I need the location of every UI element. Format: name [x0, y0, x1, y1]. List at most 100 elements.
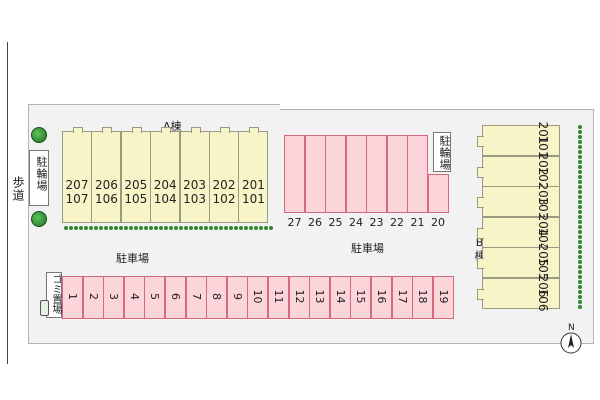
bike-parking-right: 駐輪場 — [433, 132, 451, 172]
hedge-dot — [209, 226, 213, 230]
unit-bay — [477, 227, 484, 239]
stall-number: 5 — [148, 293, 162, 300]
hedge-dot — [174, 226, 178, 230]
parking-stall — [165, 276, 186, 319]
stall-number: 1 — [66, 293, 79, 300]
unit-number-upper: 201 — [241, 178, 265, 192]
bike-parking-left: 駐輪場 — [29, 150, 49, 206]
parking-stall — [412, 276, 434, 319]
parking-stall — [123, 276, 145, 319]
unit-bay — [102, 127, 113, 133]
stall-number: 3 — [107, 293, 121, 300]
north-label: N — [568, 323, 575, 333]
hedge-dot — [119, 226, 123, 230]
hedge-dot — [578, 290, 582, 294]
hedge-dot — [159, 226, 163, 230]
unit-number-upper: 207 — [65, 178, 89, 192]
unit-bay — [220, 127, 230, 133]
hedge-dot — [578, 200, 582, 204]
hedge-dot — [578, 225, 582, 229]
hedge-dot — [578, 230, 582, 234]
hedge-dot — [578, 145, 582, 149]
lot-notch — [280, 104, 594, 110]
hedge-dot — [578, 175, 582, 179]
stall-number: 23 — [369, 216, 384, 229]
hedge-dot — [578, 195, 582, 199]
hedge-dot — [578, 215, 582, 219]
parking-stall — [386, 135, 408, 213]
unit-number-lower: 101 — [241, 192, 265, 206]
hedge-dot — [578, 280, 582, 284]
parking-stall — [427, 174, 449, 213]
hedge-dot — [578, 260, 582, 264]
unit-bay — [477, 258, 484, 269]
hedge-dot — [139, 226, 143, 230]
stall-number: 4 — [127, 293, 141, 300]
unit-bay — [477, 288, 484, 300]
stall-number: 21 — [410, 216, 425, 229]
stall-number: 13 — [313, 289, 327, 304]
hedge-dot — [124, 226, 128, 230]
stall-number: 9 — [230, 293, 244, 300]
hedge-dot — [79, 226, 83, 230]
parking-stall — [185, 276, 207, 319]
unit-bay — [477, 197, 484, 208]
hedge-dot — [578, 255, 582, 259]
hedge-dot — [84, 226, 88, 230]
hedge-dot — [89, 226, 93, 230]
hedge-dot — [578, 235, 582, 239]
parking-stall — [304, 135, 326, 213]
unit-number-lower: 107 — [65, 192, 89, 206]
hedge-dot — [578, 210, 582, 214]
stall-number: 25 — [328, 216, 343, 229]
stall-number: 8 — [210, 293, 224, 300]
unit-number-upper: 206 — [94, 178, 118, 192]
hedge-dot — [578, 300, 582, 304]
stall-number: 17 — [395, 289, 409, 304]
hedge-dot — [109, 226, 113, 230]
hedge-dot — [578, 285, 582, 289]
unit-number-upper: 204 — [153, 178, 177, 192]
hedge-dot — [578, 220, 582, 224]
hedge-dot — [179, 226, 183, 230]
unit-number-upper: 202 — [212, 178, 236, 192]
hedge-dot — [578, 270, 582, 274]
garbage-area-label: ゴミ置場 — [50, 274, 61, 314]
hedge-dot — [249, 226, 253, 230]
hedge-dot — [149, 226, 153, 230]
hedge-dot — [578, 240, 582, 244]
stall-number: 22 — [390, 216, 404, 229]
parking-stall — [325, 135, 346, 213]
hedge-dot — [204, 226, 208, 230]
bike-parking-right-label: 駐輪場 — [438, 135, 451, 171]
stall-number: 15 — [354, 289, 368, 304]
hedge-dot — [74, 226, 78, 230]
tree-icon — [31, 211, 47, 227]
hedge-dot — [578, 190, 582, 194]
parking-stall — [329, 276, 351, 319]
stall-number: 10 — [251, 289, 265, 304]
hedge-dot — [578, 250, 582, 254]
stall-number: 16 — [375, 289, 388, 304]
hedge-dot — [254, 226, 258, 230]
unit-bay — [161, 127, 172, 133]
stall-number: 26 — [308, 216, 322, 229]
unit-number-lower: 102 — [212, 192, 236, 206]
stall-number: 20 — [431, 216, 445, 229]
stall-number: 7 — [189, 293, 203, 300]
hedge-dot — [114, 226, 118, 230]
hedge-dot — [578, 160, 582, 164]
unit-bay — [131, 127, 142, 133]
parking-stall — [432, 276, 454, 319]
stall-number: 24 — [349, 216, 363, 229]
unit-number-lower: 103 — [183, 192, 207, 206]
stall-number: 19 — [436, 289, 450, 304]
hedge-dot — [578, 150, 582, 154]
hedge-dot — [578, 155, 582, 159]
hedge-dot — [69, 226, 73, 230]
parking-stall — [350, 276, 372, 319]
parking-stall — [268, 276, 289, 319]
